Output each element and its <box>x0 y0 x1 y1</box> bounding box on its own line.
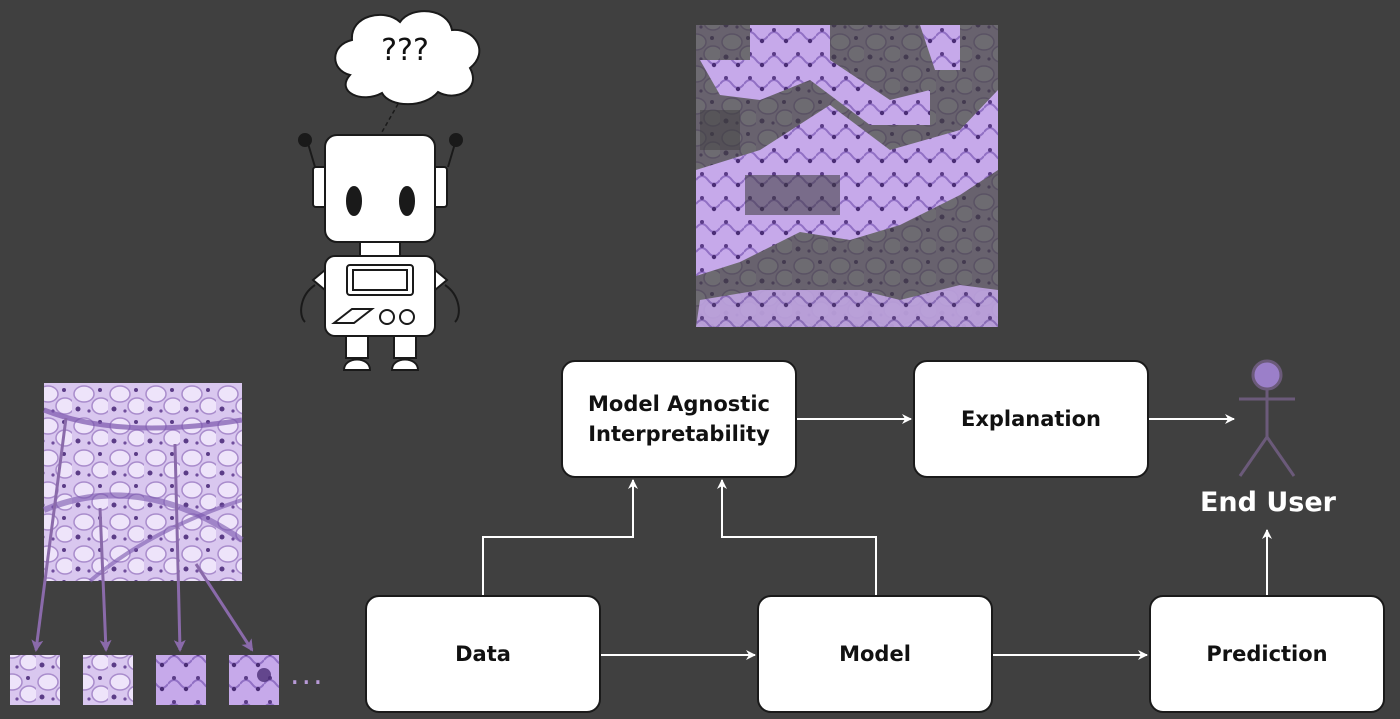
explanation-mask-image <box>696 25 998 327</box>
thought-text: ??? <box>381 33 429 68</box>
prediction-label: Prediction <box>1206 641 1328 666</box>
tissue-image <box>42 383 244 583</box>
model-label: Model <box>839 641 911 666</box>
data-node: Data <box>365 595 601 713</box>
flow-arrows <box>482 414 1272 660</box>
prediction-node: Prediction <box>1149 595 1385 713</box>
tissue-patch-image <box>83 655 133 705</box>
tissue-patches <box>10 655 279 705</box>
robot-icon <box>298 133 463 371</box>
interpretability-label: Model Agnostic Interpretability <box>588 389 770 450</box>
explanation-label: Explanation <box>960 406 1102 431</box>
interpretability-label-line1: Model Agnostic <box>588 391 770 416</box>
patch-arrows <box>31 417 254 652</box>
model-node: Model <box>757 595 993 713</box>
tissue-patch-image <box>10 655 60 705</box>
thought-bubble-icon <box>334 10 481 133</box>
stick-figure-user-icon <box>1238 359 1296 477</box>
data-label: Data <box>455 641 511 666</box>
interpretability-node: Model Agnostic Interpretability <box>561 360 797 478</box>
tissue-patch-image <box>229 655 279 705</box>
explanation-node: Explanation <box>913 360 1149 478</box>
tissue-patch-image <box>156 655 206 705</box>
interpretability-label-line2: Interpretability <box>588 422 770 446</box>
patch-ellipsis: ... <box>290 657 325 692</box>
end-user-label: End User <box>1199 487 1336 518</box>
